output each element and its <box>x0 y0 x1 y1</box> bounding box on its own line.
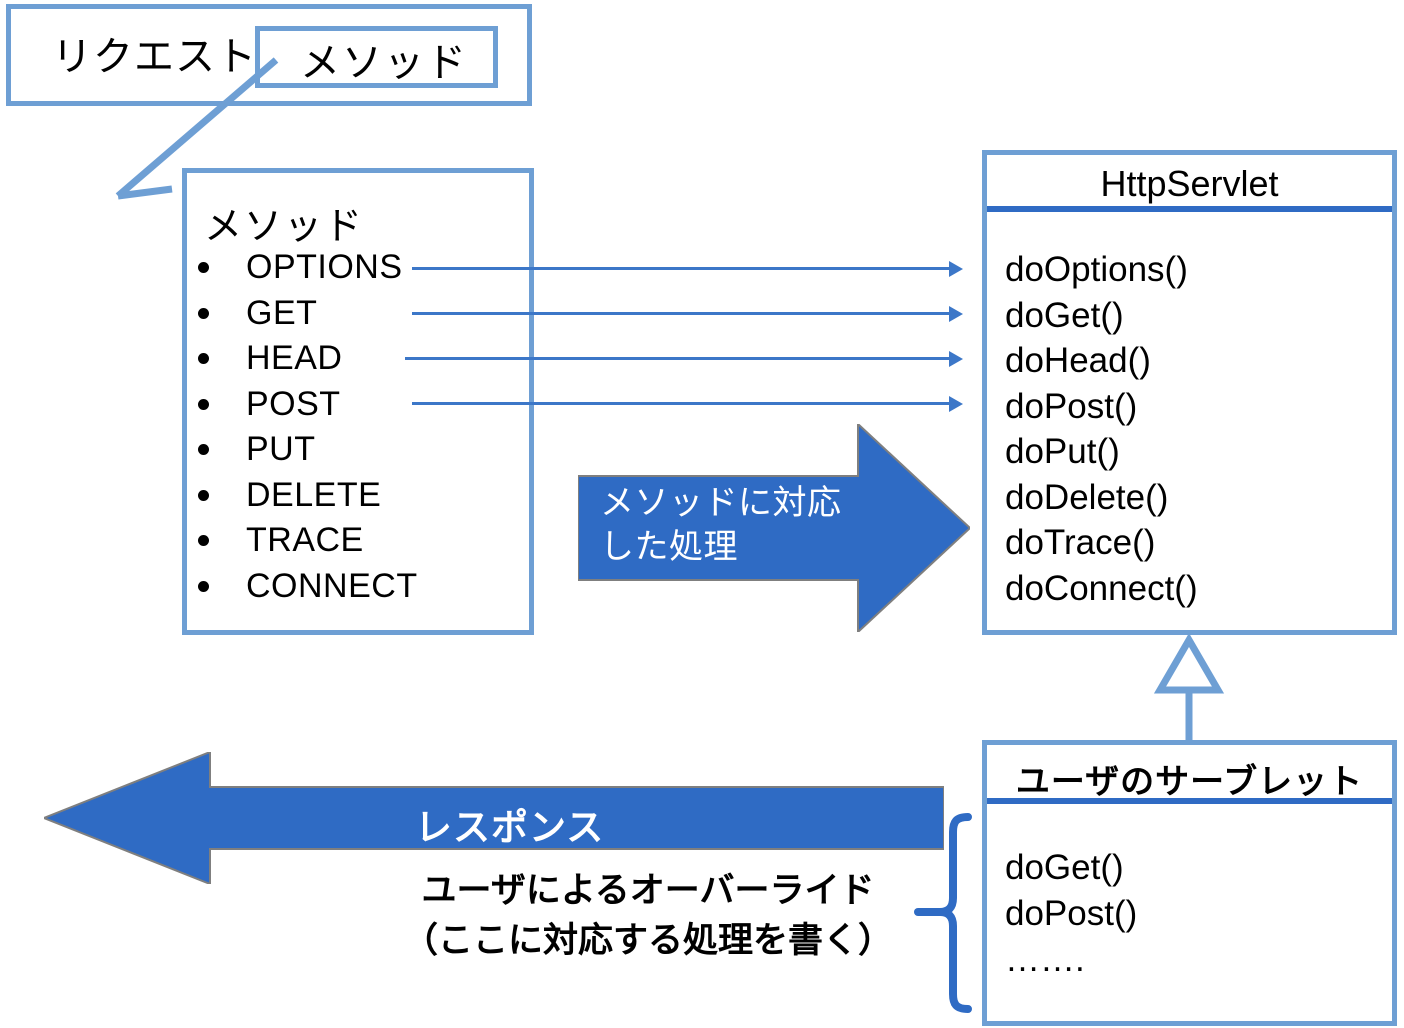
connector-line <box>412 312 949 315</box>
httpservlet-divider <box>987 206 1392 212</box>
bullet-icon <box>198 398 209 410</box>
user-servlet-method: doGet() <box>1005 848 1124 887</box>
generalization-arrow-icon <box>1153 633 1225 740</box>
method-list-item: HEAD <box>198 339 498 384</box>
connector-line <box>412 402 949 405</box>
method-list-title: メソッド <box>204 206 365 248</box>
method-list-item: TRACE <box>198 521 498 566</box>
method-list-item-label: OPTIONS <box>246 248 403 286</box>
connector-arrowhead-icon <box>949 261 963 277</box>
connector-line <box>412 267 949 270</box>
bullet-icon <box>198 444 209 455</box>
response-arrow-label: レスポンス <box>415 807 605 848</box>
user-servlet-method: ……. <box>1005 940 1085 979</box>
bullet-icon <box>198 489 209 501</box>
method-list-item-label: TRACE <box>246 521 364 559</box>
httpservlet-method: doTrace() <box>1005 523 1156 562</box>
method-list-item-label: DELETE <box>246 475 382 514</box>
method-list-box <box>182 168 534 635</box>
connector-arrowhead-icon <box>949 396 963 412</box>
method-list-item: GET <box>198 294 498 339</box>
method-list-item-label: HEAD <box>246 339 343 377</box>
httpservlet-method: doPut() <box>1005 432 1120 471</box>
httpservlet-method: doDelete() <box>1005 477 1169 517</box>
method-list-item: DELETE <box>198 476 498 521</box>
httpservlet-method: doPost() <box>1005 386 1138 426</box>
method-list-item-label: POST <box>246 384 341 423</box>
bullet-icon <box>198 353 209 364</box>
bullet-icon <box>198 307 209 319</box>
method-list-item: OPTIONS <box>198 248 498 293</box>
override-note: ユーザによるオーバーライド （ここに対応する処理を書く） <box>402 871 893 960</box>
method-list-item-label: CONNECT <box>246 566 418 605</box>
user-servlet-class-box <box>982 740 1397 1026</box>
httpservlet-method: doGet() <box>1005 295 1124 335</box>
bullet-icon <box>198 262 209 273</box>
user-servlet-title: ユーザのサーブレット <box>1015 763 1364 801</box>
connector-arrowhead-icon <box>949 306 963 322</box>
user-servlet-method: doPost() <box>1005 894 1138 933</box>
method-list-item-label: GET <box>246 293 318 332</box>
method-list-item: POST <box>198 385 498 430</box>
method-chip-label: メソッド <box>300 41 468 85</box>
httpservlet-method: doConnect() <box>1005 568 1198 608</box>
httpservlet-method: doOptions() <box>1005 250 1188 289</box>
httpservlet-class-box <box>982 150 1397 635</box>
method-chip <box>255 26 498 88</box>
method-list-item: PUT <box>198 430 498 475</box>
request-label: リクエスト <box>52 35 257 79</box>
method-list-item-label: PUT <box>246 430 316 468</box>
httpservlet-title: HttpServlet <box>1100 163 1279 204</box>
process-arrow-icon <box>578 424 970 632</box>
user-servlet-divider <box>987 798 1392 804</box>
connector-line <box>405 357 949 360</box>
httpservlet-method: doHead() <box>1005 341 1151 380</box>
method-list-item: CONNECT <box>198 567 498 612</box>
process-arrow-label: メソッドに対応 した処理 <box>600 484 842 566</box>
response-arrow-icon <box>44 752 944 884</box>
connector-arrowhead-icon <box>949 351 963 367</box>
bullet-icon <box>198 580 209 592</box>
bullet-icon <box>198 535 209 546</box>
